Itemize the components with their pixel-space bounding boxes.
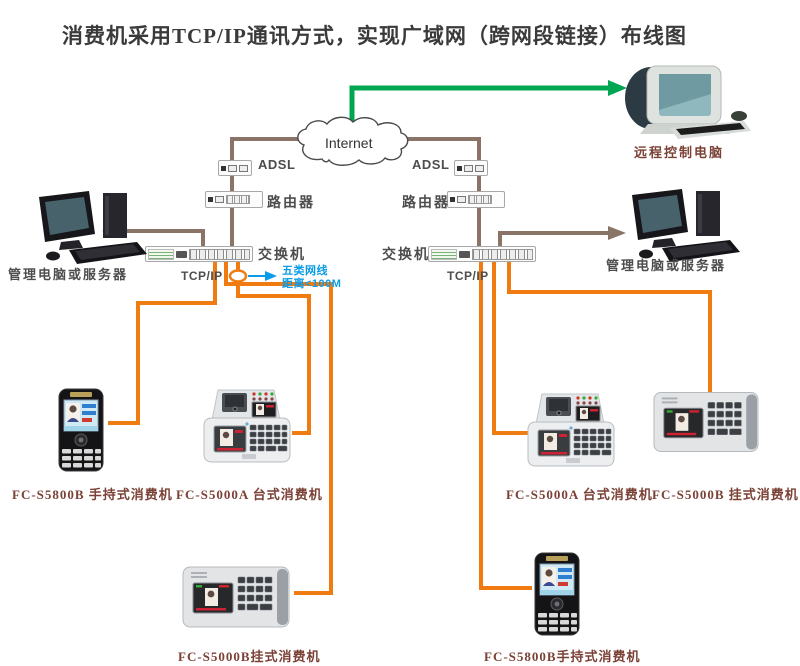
orange-cable-to-desktop-right [492,250,528,435]
brown-cable-right-switch-to-mgmt [498,231,610,248]
brown-cable-left-switch-to-mgmt [118,229,205,248]
modem-port-icon [457,165,462,171]
cable-callout: 五类网线 距离<100M [282,265,341,291]
switch-left [145,246,253,262]
switch-right [428,246,536,262]
modem-port-icon [475,164,484,172]
device-label: FC-S5000A 台式消费机 [506,487,653,502]
switch-faceplate-icon [431,248,457,260]
router-port-icon [457,196,466,203]
brown-cable-internet-to-left-chain [230,137,305,250]
router-label-left: 路由器 [267,196,315,211]
cable-callout-line1: 五类网线 [282,265,328,277]
router-left [205,191,263,208]
remote-computer [618,60,753,145]
router-ports-icon [226,195,250,204]
mgmt-computer-left-label: 管理电脑或服务器 [8,267,129,282]
callout-arrowhead-icon [265,271,277,281]
switch-label-right: 交换机 [382,248,430,263]
green-cable-internet-to-remote [349,85,610,125]
adsl-modem-left [218,160,252,176]
tcpip-label-right: TCP/IP [447,269,489,283]
router-ports-icon [468,195,492,204]
switch-display-icon [459,250,470,258]
router-right [447,191,505,208]
green-arrowhead-icon [608,80,627,96]
device-handheld-right [532,552,582,636]
device-label: FC-S5800B 手持式消费机 [12,487,173,502]
page-title: 消费机采用TCP/IP通讯方式，实现广域网（跨网段链接）布线图 [62,24,687,48]
mgmt-computer-right-label: 管理电脑或服务器 [606,258,727,273]
internet-label: Internet [325,135,373,151]
cable-callout-line2: 距离<100M [282,278,342,290]
router-label-right: 路由器 [402,196,450,211]
device-desktop-right [526,392,616,468]
adsl-label-right: ADSL [412,157,450,172]
orange-cable-to-handheld-left [108,250,217,425]
modem-port-icon [221,165,226,171]
device-label: FC-S5000B挂式消费机 [178,649,321,664]
orange-cable-to-wall-right [507,250,712,392]
orange-cable-to-wall-bottom [224,250,333,595]
remote-computer-label: 远程控制电脑 [634,145,725,160]
adsl-label-left: ADSL [258,157,296,172]
switch-faceplate-icon [148,248,174,260]
device-label: FC-S5800B手持式消费机 [484,649,641,664]
device-wall-right [652,390,760,454]
modem-port-icon [228,164,237,172]
brown-arrowhead-right-icon [608,226,626,240]
switch-ports-icon [472,248,533,260]
switch-label-left: 交换机 [258,248,306,263]
cable-loop-marker [228,269,248,283]
router-port-icon [208,197,213,202]
modem-port-icon [239,164,248,172]
device-label: FC-S5000B 挂式消费机 [652,487,799,502]
device-handheld-left [56,388,106,472]
switch-display-icon [176,250,187,258]
router-port-icon [450,197,455,202]
internet-cloud [297,116,409,166]
adsl-modem-right [454,160,488,176]
device-wall-bottom [180,565,292,629]
device-label: FC-S5000A 台式消费机 [176,487,323,502]
mgmt-computer-left [25,190,150,268]
orange-cable-to-handheld-right [479,250,532,590]
router-port-icon [215,196,224,203]
tcpip-label-left: TCP/IP [181,269,223,283]
modem-port-icon [464,164,473,172]
switch-ports-icon [189,248,250,260]
brown-cable-internet-to-right-chain [404,137,481,250]
device-desktop-left [202,388,292,464]
